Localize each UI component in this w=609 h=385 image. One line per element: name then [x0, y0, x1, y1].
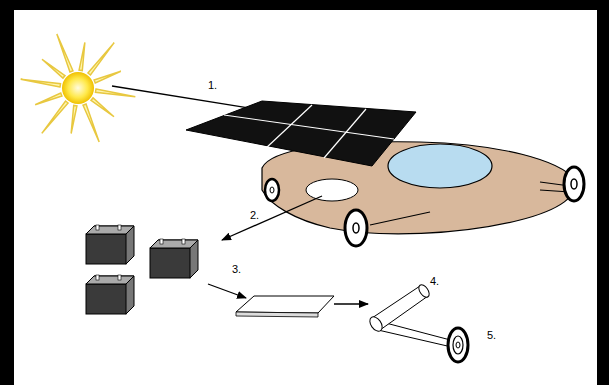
callout-number: 3. [232, 264, 241, 275]
sun [21, 34, 136, 142]
callout-number: 4. [430, 276, 439, 287]
battery [150, 239, 198, 278]
arrow [222, 196, 322, 240]
callout-number: 1. [208, 80, 217, 91]
arrow [208, 284, 246, 298]
sun-ray [57, 34, 73, 72]
sun-ray [42, 59, 65, 78]
arrow [334, 303, 368, 304]
sun-ray [21, 79, 61, 87]
car [186, 101, 584, 246]
sun-ray [95, 89, 135, 97]
sun-ray [35, 93, 62, 105]
sun-ray [42, 101, 68, 133]
batteries [86, 225, 198, 314]
arrow [112, 86, 262, 110]
sun-ray [94, 71, 121, 83]
motor [367, 283, 468, 362]
controller [236, 296, 334, 313]
sun-ray [83, 104, 99, 142]
sun-ray [88, 43, 114, 75]
callout-number: 2. [250, 210, 259, 221]
battery [86, 225, 134, 264]
callout-number: 5. [487, 330, 496, 341]
sun-ray [91, 98, 114, 117]
battery [86, 275, 134, 314]
sun-ray [71, 105, 77, 133]
sun-ray [79, 43, 85, 71]
